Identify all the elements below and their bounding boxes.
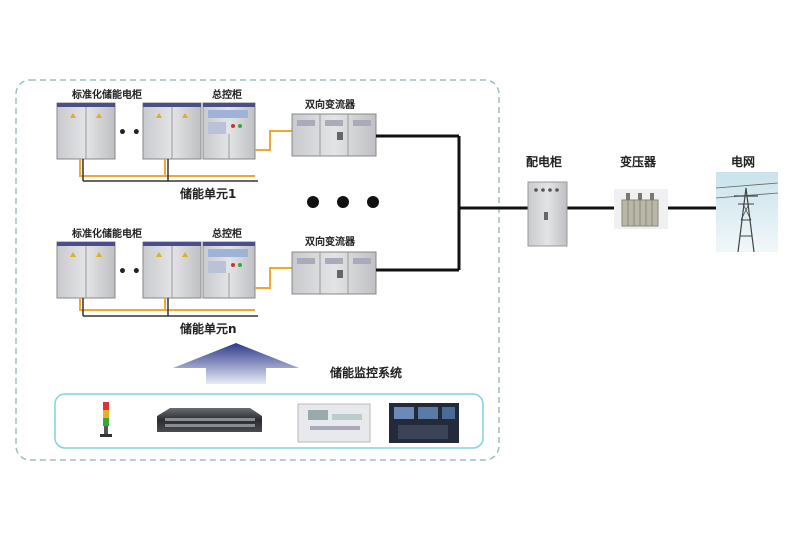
- unit-1-label: 储能单元1: [180, 186, 236, 201]
- master-control-label-n: 总控柜: [212, 227, 242, 240]
- units-ellipsis: [307, 196, 379, 208]
- storage-cabinet: [56, 241, 116, 299]
- storage-unit-1: 标准化储能电柜 总控柜 双向变流器 • • •: [56, 88, 377, 201]
- distribution-cabinet-label: 配电柜: [526, 154, 562, 169]
- transformer: [614, 189, 668, 229]
- control-panel-photo: [297, 403, 371, 443]
- storage-cabinet: [56, 102, 116, 160]
- power-bus: [376, 134, 716, 272]
- monitoring-system-label: 储能监控系统: [330, 365, 402, 380]
- signal-tower-light-icon: [100, 402, 112, 437]
- bidirectional-converter-n: [291, 251, 377, 295]
- converter-label-n: 双向变流器: [305, 235, 356, 248]
- bidirectional-converter-1: [291, 113, 377, 157]
- master-control-cabinet: [202, 241, 256, 299]
- transformer-label: 变压器: [620, 154, 657, 169]
- grid-label: 电网: [731, 154, 755, 169]
- storage-unit-n: 标准化储能电柜 总控柜 双向变流器 • • •: [56, 227, 377, 336]
- cabinet-group-label-1: 标准化储能电柜: [71, 88, 142, 101]
- monitoring-room-photo: [389, 403, 459, 443]
- server-icon: [157, 408, 262, 432]
- converter-label-1: 双向变流器: [305, 98, 356, 111]
- storage-cabinet: [142, 241, 202, 299]
- monitoring-arrow: [173, 343, 299, 384]
- storage-cabinet: [142, 102, 202, 160]
- master-control-label-1: 总控柜: [212, 88, 242, 101]
- cabinet-group-label-n: 标准化储能电柜: [71, 227, 142, 240]
- master-control-cabinet: [202, 102, 256, 160]
- unit-n-label: 储能单元n: [180, 321, 237, 336]
- storage-system-frame: [15, 79, 500, 461]
- distribution-cabinet: [527, 181, 568, 247]
- monitoring-system-panel: [54, 393, 484, 449]
- power-grid-tower-icon: [715, 172, 779, 253]
